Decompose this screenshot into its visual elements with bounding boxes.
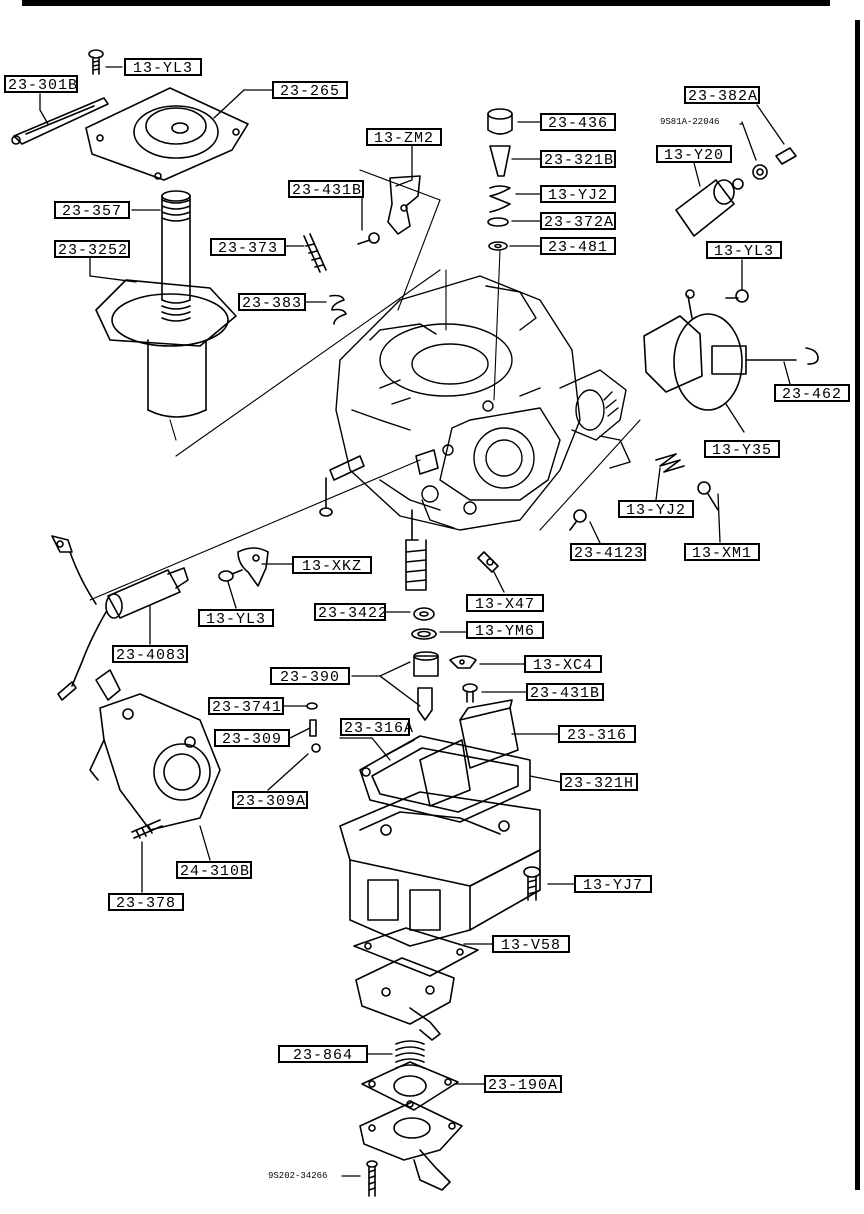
part-label-23-390: 23-390: [270, 667, 350, 686]
part-label-13-YL3-top: 13-YL3: [124, 58, 202, 77]
part-label-23-301B: 23-301B: [4, 75, 78, 94]
part-label-13-Y35: 13-Y35: [704, 440, 780, 459]
stack-23-436-to-23-481: [487, 108, 513, 251]
screw-13-YJ7: [523, 866, 541, 901]
part-label-23-309: 23-309: [214, 729, 290, 748]
screw-23-4123: [569, 509, 587, 531]
accelerator-pump-24-310B: [89, 669, 221, 831]
part-label-23-4123: 23-4123: [570, 543, 646, 562]
spring-23-383: [329, 294, 347, 325]
part-label-13-YM6: 13-YM6: [466, 621, 544, 640]
part-label-23-462: 23-462: [774, 384, 850, 403]
part-label-23-265: 23-265: [272, 81, 348, 100]
float-valve-23-390: [413, 651, 439, 721]
diaphragm-23-3252: [95, 279, 237, 418]
stem-under-body: [405, 509, 427, 591]
screw-13-YL3-right: [725, 289, 749, 303]
part-label-23-316A: 23-316A: [340, 718, 413, 737]
pump-body: [355, 957, 455, 1041]
part-label-13-XC4: 13-XC4: [524, 655, 602, 674]
bolt-9S202: [366, 1160, 378, 1197]
part-label-23-3741: 23-3741: [208, 697, 284, 716]
part-label-23-436: 23-436: [540, 113, 616, 132]
part-label-13-YL3-right: 13-YL3: [706, 241, 782, 260]
screw-23-378: [131, 819, 163, 839]
seat-23-3422: [413, 607, 435, 621]
pin-23-3741: [306, 702, 318, 710]
part-label-13-YL3-mid: 13-YL3: [198, 609, 274, 628]
spring-23-357: [161, 190, 191, 322]
spring-23-864: [395, 1040, 425, 1069]
part-label-23-431B-mid: 23-431B: [526, 683, 604, 702]
screw-23-373: [303, 233, 327, 273]
part-label-23-4083: 23-4083: [112, 645, 188, 664]
diaphragm-cover: [85, 87, 249, 181]
part-label-13-YJ2-top: 13-YJ2: [540, 185, 616, 204]
part-label-24-310B: 24-310B: [176, 861, 252, 880]
part-label-23-321H: 23-321H: [560, 773, 638, 792]
part-label-23-383: 23-383: [238, 293, 306, 312]
projection-lines: [89, 169, 641, 601]
link-rod-23-301B: [11, 97, 109, 145]
screw-13-YL3-mid: [218, 569, 243, 582]
gasket-13-YM6: [411, 628, 437, 640]
part-label-13-X47: 13-X47: [466, 594, 544, 613]
spring-13-YJ2-right: [655, 453, 685, 473]
leader-lines: [39, 66, 791, 1177]
clip-23-462: [805, 347, 819, 365]
part-label-23-3252: 23-3252: [54, 240, 130, 259]
diaphragm-23-190A: [361, 1061, 459, 1111]
throttle-shaft: [319, 449, 439, 517]
part-label-23-190A: 23-190A: [484, 1075, 562, 1094]
part-label-23-431B-top: 23-431B: [288, 180, 364, 199]
part-label-13-V58: 13-V58: [492, 935, 570, 954]
float-23-316: [419, 699, 519, 807]
pin-23-309: [309, 719, 317, 737]
screw-top-left: [88, 49, 104, 75]
part-label-13-YJ2-right: 13-YJ2: [618, 500, 694, 519]
part-label-13-ZM2: 13-ZM2: [366, 128, 442, 147]
top-border-bar: [22, 0, 830, 6]
link-13-XKZ: [237, 547, 269, 587]
note-9S202-34266: 9S202-34266: [268, 1171, 328, 1181]
part-label-23-864: 23-864: [278, 1045, 368, 1064]
right-border-bar: [855, 20, 860, 1190]
screw-23-431B-top: [357, 232, 380, 245]
gasket-23-321H: [359, 735, 531, 823]
nut-23-382A: [752, 147, 797, 180]
part-label-23-309A: 23-309A: [232, 791, 308, 810]
needle-13-X47: [477, 551, 499, 573]
part-label-13-XKZ: 13-XKZ: [292, 556, 372, 575]
solenoid-23-4083: [51, 535, 189, 701]
throttle-positioner-13-Y35: [643, 289, 797, 411]
note-9S81A-22046: 9S81A-22046: [660, 117, 720, 127]
screw-13-XM1: [697, 481, 719, 511]
carburetor-main-body: [335, 275, 631, 531]
clip-13-XC4: [449, 655, 477, 669]
gasket-13-V58: [353, 927, 479, 977]
part-label-13-Y20: 13-Y20: [656, 145, 732, 164]
part-label-23-373: 23-373: [210, 238, 286, 257]
vacuum-unit-13-Y20: [675, 178, 744, 237]
part-label-23-3422: 23-3422: [314, 603, 387, 622]
part-label-23-316: 23-316: [558, 725, 636, 744]
part-label-23-378: 23-378: [108, 893, 184, 912]
ball-23-309A: [311, 743, 321, 753]
part-label-13-XM1: 13-XM1: [684, 543, 760, 562]
bracket-13-ZM2: [387, 175, 421, 235]
part-label-23-372A: 23-372A: [540, 212, 616, 231]
part-label-13-YJ7: 13-YJ7: [574, 875, 652, 894]
screw-23-431B-mid: [462, 683, 478, 703]
part-label-23-357: 23-357: [54, 201, 130, 220]
float-bowl: [339, 791, 541, 947]
part-label-23-481: 23-481: [540, 237, 616, 256]
pump-cover: [359, 1101, 463, 1191]
part-label-23-321B: 23-321B: [540, 150, 616, 169]
part-label-23-382A: 23-382A: [684, 86, 760, 105]
